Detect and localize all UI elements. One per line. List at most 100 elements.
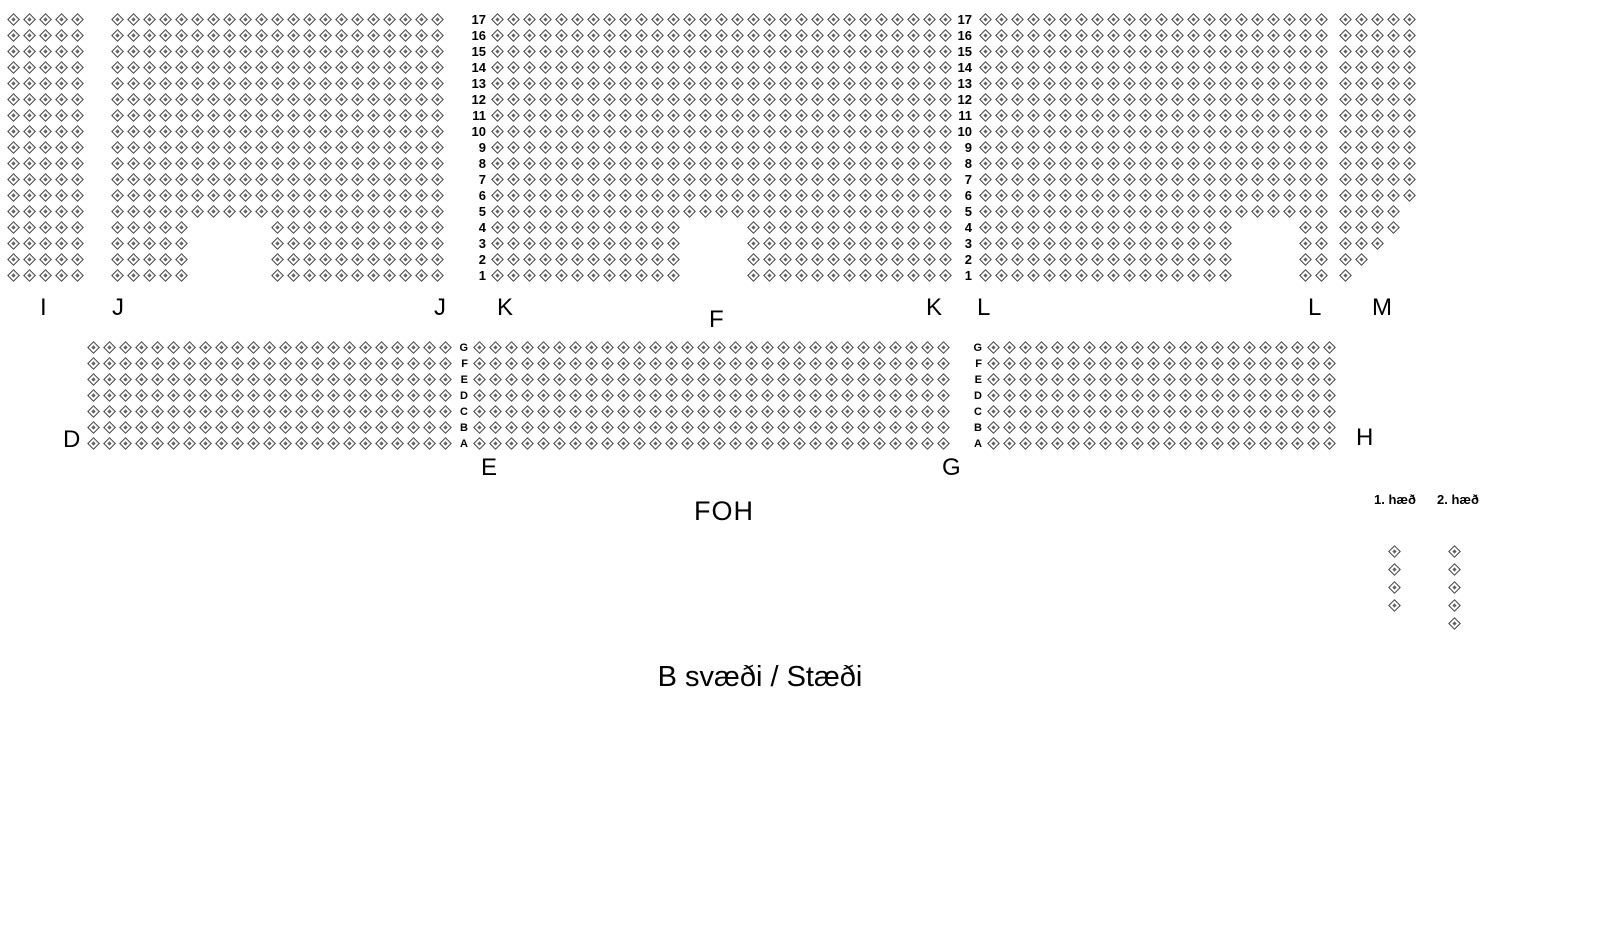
seat[interactable] — [1035, 357, 1048, 370]
seat[interactable] — [747, 221, 760, 234]
seat[interactable] — [1139, 13, 1152, 26]
seat[interactable] — [311, 357, 324, 370]
seat[interactable] — [763, 205, 776, 218]
seat[interactable] — [857, 357, 870, 370]
seat[interactable] — [995, 189, 1008, 202]
seat[interactable] — [827, 61, 840, 74]
seat[interactable] — [319, 125, 332, 138]
seat[interactable] — [359, 421, 372, 434]
seat[interactable] — [359, 389, 372, 402]
seat[interactable] — [1043, 237, 1056, 250]
seat[interactable] — [841, 389, 854, 402]
seat[interactable] — [127, 125, 140, 138]
seat[interactable] — [505, 357, 518, 370]
seat[interactable] — [1403, 13, 1416, 26]
seat[interactable] — [1355, 205, 1368, 218]
seat[interactable] — [1155, 237, 1168, 250]
seat[interactable] — [555, 141, 568, 154]
seat[interactable] — [399, 173, 412, 186]
seat[interactable] — [327, 437, 340, 450]
seat[interactable] — [651, 205, 664, 218]
seat[interactable] — [811, 109, 824, 122]
seat[interactable] — [1075, 205, 1088, 218]
seat[interactable] — [319, 221, 332, 234]
seat[interactable] — [1019, 421, 1032, 434]
seat[interactable] — [143, 77, 156, 90]
seat[interactable] — [1339, 93, 1352, 106]
seat[interactable] — [295, 437, 308, 450]
seat[interactable] — [731, 29, 744, 42]
seat[interactable] — [1235, 29, 1248, 42]
seat[interactable] — [747, 93, 760, 106]
seat[interactable] — [431, 269, 444, 282]
seat[interactable] — [1187, 205, 1200, 218]
seat[interactable] — [555, 109, 568, 122]
seat[interactable] — [635, 141, 648, 154]
seat[interactable] — [747, 205, 760, 218]
seat[interactable] — [1243, 421, 1256, 434]
seat[interactable] — [923, 205, 936, 218]
seat[interactable] — [1315, 45, 1328, 58]
seat[interactable] — [619, 29, 632, 42]
seat[interactable] — [271, 61, 284, 74]
seat[interactable] — [71, 189, 84, 202]
seat[interactable] — [889, 373, 902, 386]
seat[interactable] — [1083, 357, 1096, 370]
seat[interactable] — [729, 373, 742, 386]
seat[interactable] — [491, 13, 504, 26]
seat[interactable] — [1011, 253, 1024, 266]
seat[interactable] — [491, 157, 504, 170]
seat[interactable] — [587, 237, 600, 250]
seat[interactable] — [1187, 269, 1200, 282]
seat[interactable] — [1267, 205, 1280, 218]
seat[interactable] — [1187, 93, 1200, 106]
seat[interactable] — [1203, 253, 1216, 266]
seat[interactable] — [979, 109, 992, 122]
seat[interactable] — [521, 357, 534, 370]
seat[interactable] — [287, 253, 300, 266]
seat[interactable] — [667, 189, 680, 202]
seat[interactable] — [1267, 29, 1280, 42]
seat[interactable] — [905, 437, 918, 450]
seat[interactable] — [875, 157, 888, 170]
seat[interactable] — [1123, 141, 1136, 154]
seat[interactable] — [1267, 125, 1280, 138]
seat[interactable] — [505, 373, 518, 386]
seat[interactable] — [223, 13, 236, 26]
seat[interactable] — [351, 237, 364, 250]
seat[interactable] — [1235, 157, 1248, 170]
seat[interactable] — [375, 405, 388, 418]
seat[interactable] — [191, 125, 204, 138]
seat[interactable] — [7, 253, 20, 266]
seat[interactable] — [555, 237, 568, 250]
seat[interactable] — [979, 125, 992, 138]
seat[interactable] — [311, 341, 324, 354]
seat[interactable] — [207, 157, 220, 170]
seat[interactable] — [215, 341, 228, 354]
seat[interactable] — [939, 61, 952, 74]
seat[interactable] — [921, 373, 934, 386]
seat[interactable] — [979, 29, 992, 42]
seat[interactable] — [287, 269, 300, 282]
seat[interactable] — [1355, 45, 1368, 58]
seat[interactable] — [1003, 373, 1016, 386]
seat[interactable] — [473, 389, 486, 402]
seat[interactable] — [811, 61, 824, 74]
seat[interactable] — [215, 437, 228, 450]
seat[interactable] — [921, 437, 934, 450]
seat[interactable] — [23, 157, 36, 170]
seat[interactable] — [571, 157, 584, 170]
seat[interactable] — [383, 269, 396, 282]
seat[interactable] — [1075, 237, 1088, 250]
seat[interactable] — [571, 189, 584, 202]
seat[interactable] — [587, 125, 600, 138]
seat[interactable] — [367, 77, 380, 90]
seat[interactable] — [987, 373, 1000, 386]
seat[interactable] — [875, 109, 888, 122]
seat[interactable] — [1155, 45, 1168, 58]
seat[interactable] — [7, 93, 20, 106]
seat[interactable] — [473, 357, 486, 370]
seat[interactable] — [1155, 269, 1168, 282]
seat[interactable] — [843, 221, 856, 234]
seat[interactable] — [1323, 389, 1336, 402]
